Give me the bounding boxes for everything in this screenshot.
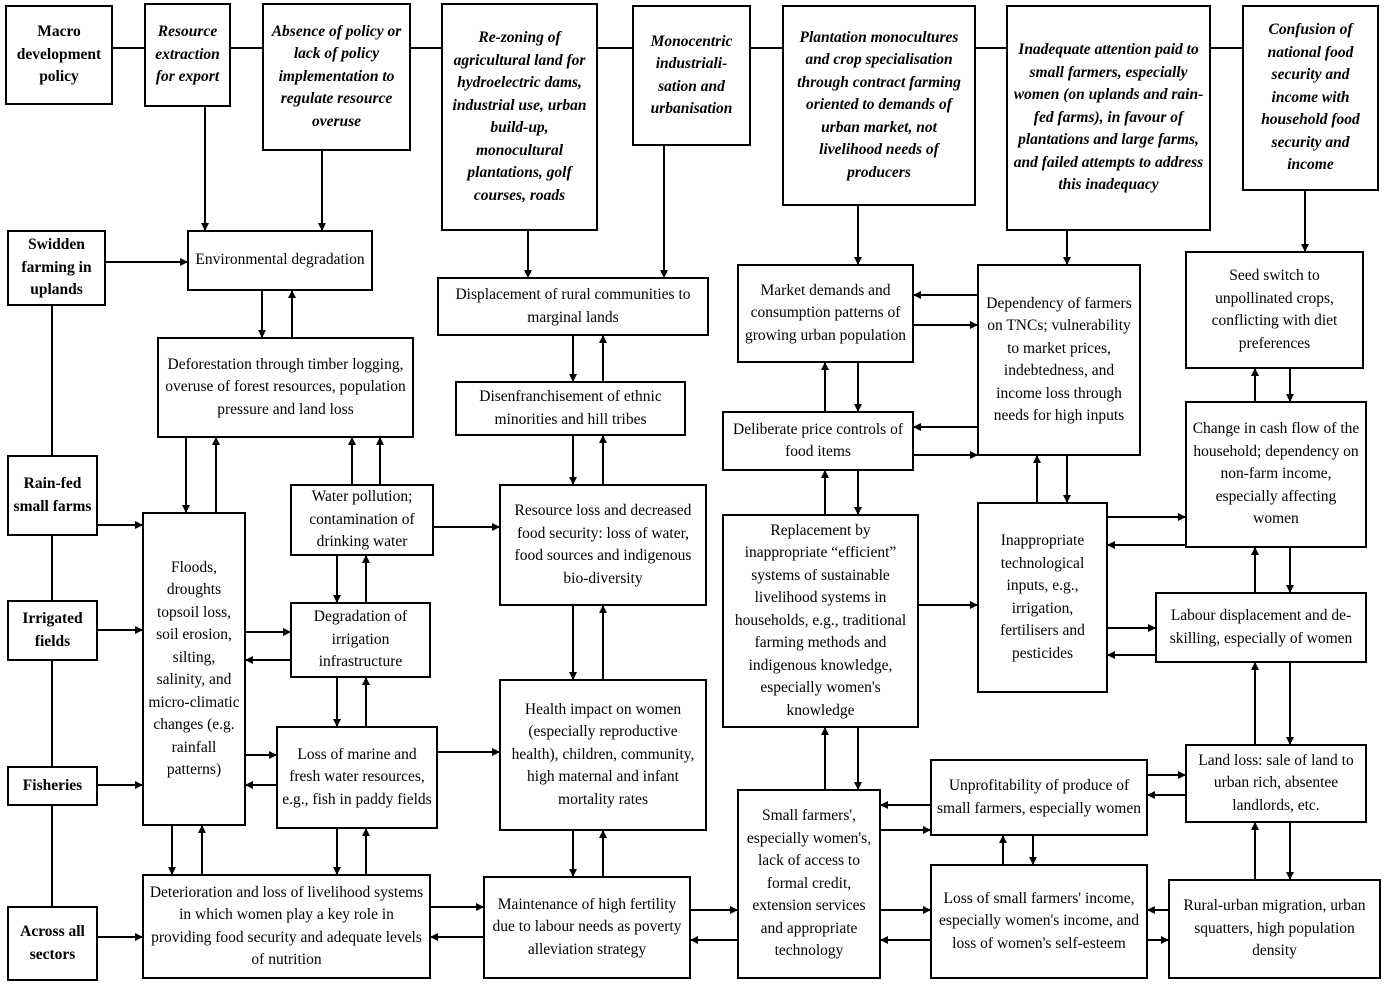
box-seed-switch: Seed switch to unpollinated crops, confl… (1185, 251, 1364, 369)
box-env-degradation: Environmental degradation (187, 230, 373, 291)
box-water-pollution: Water pollution; contamination of drinki… (290, 484, 434, 556)
box-resource-loss: Resource loss and decreased food securit… (499, 484, 707, 606)
sector-across-all: Across all sectors (7, 906, 98, 981)
box-price-controls: Deliberate price controls of food items (722, 411, 914, 471)
box-displacement: Displacement of rural communities to mar… (437, 277, 709, 336)
box-tech-inputs: Inappropriate technological inputs, e.g.… (977, 502, 1108, 693)
box-disenfranchisement: Disenfranchisement of ethnic minorities … (455, 381, 686, 436)
sector-irrigated: Irrigated fields (7, 600, 98, 661)
box-confusion-food-security: Confusion of national food security and … (1242, 5, 1379, 191)
box-land-loss: Land loss: sale of land to urban rich, a… (1185, 744, 1367, 823)
box-cash-flow: Change in cash flow of the household; de… (1185, 401, 1367, 548)
box-tnc-dependency: Dependency of farmers on TNCs; vulnerabi… (977, 264, 1141, 456)
box-market-demands: Market demands and consumption patterns … (737, 264, 914, 363)
sector-swidden: Swidden farming in uplands (7, 230, 106, 306)
box-marine-loss: Loss of marine and fresh water resources… (276, 726, 438, 829)
box-unprofitability: Unprofitability of produce of small farm… (930, 759, 1148, 836)
box-rezoning: Re-zoning of agricultural land for hydro… (441, 3, 598, 231)
box-monocentric: Monocentric industriali-sation and urban… (632, 5, 751, 146)
box-plantation: Plantation monocultures and crop special… (782, 5, 976, 206)
box-absence-policy: Absence of policy or lack of policy impl… (262, 3, 411, 151)
box-irrigation-degradation: Degradation of irrigation infrastructure (290, 602, 431, 678)
box-deforestation: Deforestation through timber logging, ov… (157, 337, 414, 438)
box-macro-policy: Macro development policy (5, 5, 113, 105)
box-income-loss: Loss of small farmers' income, especiall… (930, 864, 1148, 979)
box-replacement: Replacement by inappropriate “efficient”… (722, 514, 919, 728)
box-labour-displacement: Labour displacement and de-skilling, esp… (1155, 592, 1367, 663)
box-resource-extraction: Resource extraction for export (144, 3, 231, 107)
box-floods: Floods, droughts topsoil loss, soil eros… (142, 512, 246, 826)
box-rural-urban-migration: Rural-urban migration, urban squatters, … (1168, 879, 1381, 979)
sector-rainfed: Rain-fed small farms (7, 455, 98, 536)
box-health-impact: Health impact on women (especially repro… (499, 679, 707, 831)
box-high-fertility: Maintenance of high fertility due to lab… (483, 876, 691, 979)
box-credit-access: Small farmers', especially women's, lack… (737, 789, 881, 979)
box-inadequate-attention: Inadequate attention paid to small farme… (1006, 5, 1211, 231)
sector-fisheries: Fisheries (7, 766, 98, 806)
box-livelihood-loss: Deterioration and loss of livelihood sys… (142, 874, 431, 979)
